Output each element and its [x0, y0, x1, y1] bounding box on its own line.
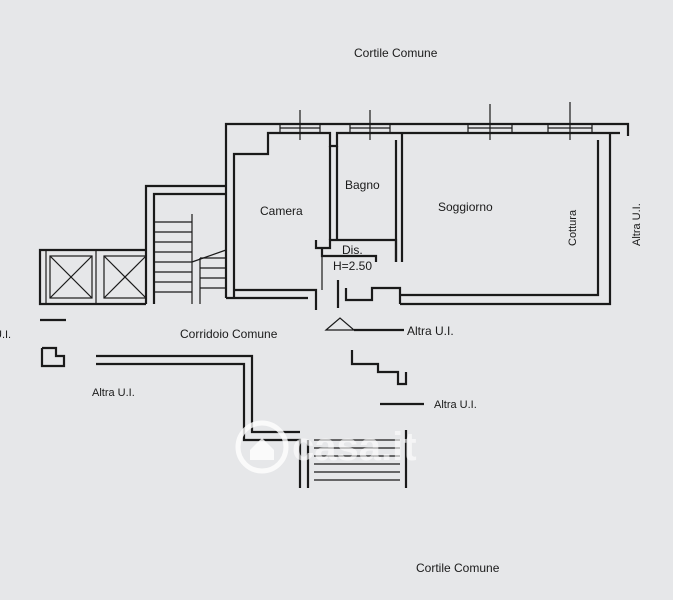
label-altra-edge-right: Altra U.I. — [631, 203, 643, 246]
label-bagno: Bagno — [345, 178, 380, 192]
label-cortile-bottom: Cortile Comune — [416, 561, 500, 575]
window-bagno — [349, 110, 391, 140]
exterior-walls — [224, 122, 630, 310]
label-dis: Dis. — [342, 243, 363, 257]
windows — [279, 102, 593, 140]
shaft-boxes — [45, 250, 147, 304]
watermark: casa.it — [235, 420, 417, 474]
label-altra-left: Altra U.I. — [92, 387, 135, 399]
stairwell — [38, 184, 227, 306]
label-height: H=2.50 — [333, 259, 372, 273]
stair-steps — [154, 214, 227, 304]
interior-walls — [314, 134, 404, 308]
label-cottura: Cottura — [567, 209, 579, 246]
window-camera — [279, 110, 321, 140]
label-soggiorno: Soggiorno — [438, 200, 493, 214]
window-soggiorno — [467, 104, 513, 140]
label-altra-mid: Altra U.I. — [407, 324, 454, 338]
label-altra-edge-left: U.I. — [0, 329, 11, 341]
watermark-text: casa.it — [292, 425, 417, 469]
corridor-walls — [40, 317, 424, 488]
label-cortile-top: Cortile Comune — [354, 46, 438, 60]
house-icon — [235, 420, 289, 474]
window-cottura — [547, 102, 593, 140]
label-corridoio: Corridoio Comune — [180, 327, 278, 341]
label-camera: Camera — [260, 204, 303, 218]
label-altra-low: Altra U.I. — [434, 399, 477, 411]
